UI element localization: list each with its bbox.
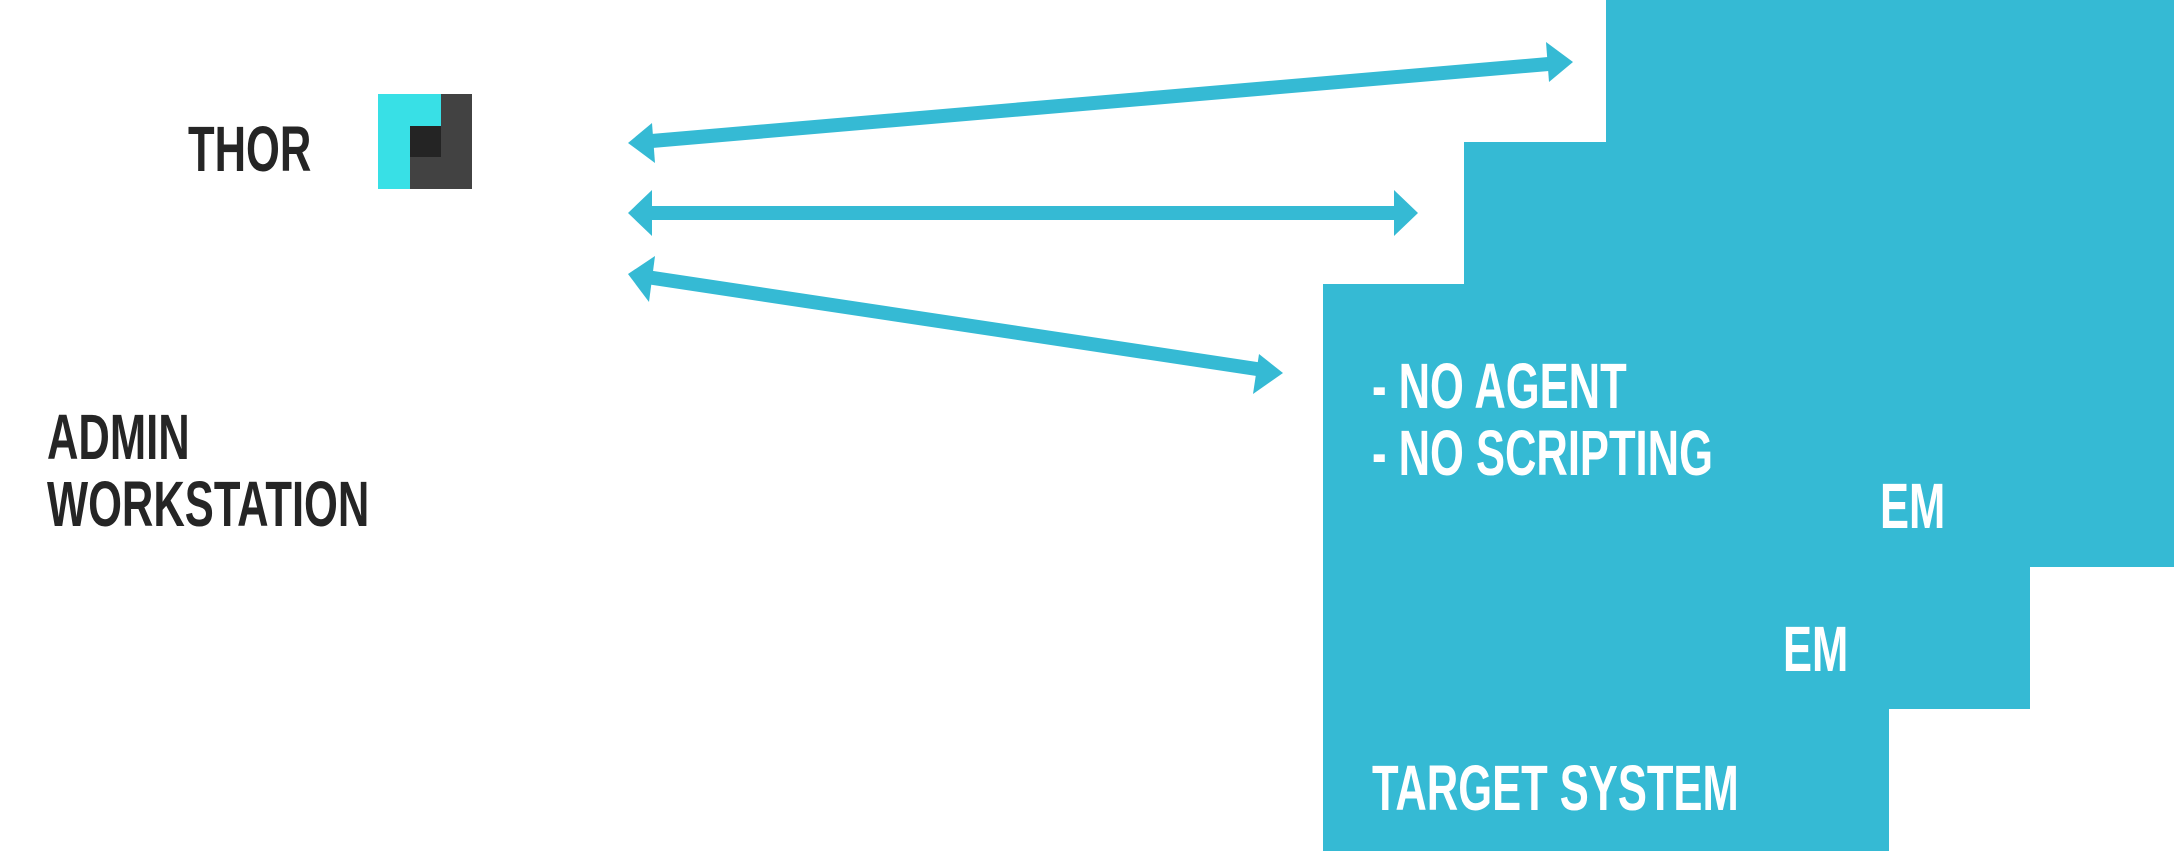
- bullet-no-scripting: - NO SCRIPTING: [1372, 417, 1713, 489]
- double-arrow-1: [628, 42, 1573, 163]
- target-system-label: TARGET SYSTEM: [1372, 752, 1739, 824]
- em-label-2: EM: [1783, 613, 1849, 685]
- admin-label-line1: ADMIN: [47, 401, 190, 473]
- double-arrow-3: [628, 256, 1283, 394]
- target-system-block: [1323, 0, 2174, 851]
- thor-label: THOR: [188, 113, 312, 185]
- double-arrow-2: [628, 190, 1418, 236]
- em-label-1: EM: [1880, 470, 1946, 542]
- thor-logo: [378, 94, 472, 189]
- bullet-no-agent: - NO AGENT: [1372, 350, 1627, 422]
- admin-label-line2: WORKSTATION: [47, 468, 370, 540]
